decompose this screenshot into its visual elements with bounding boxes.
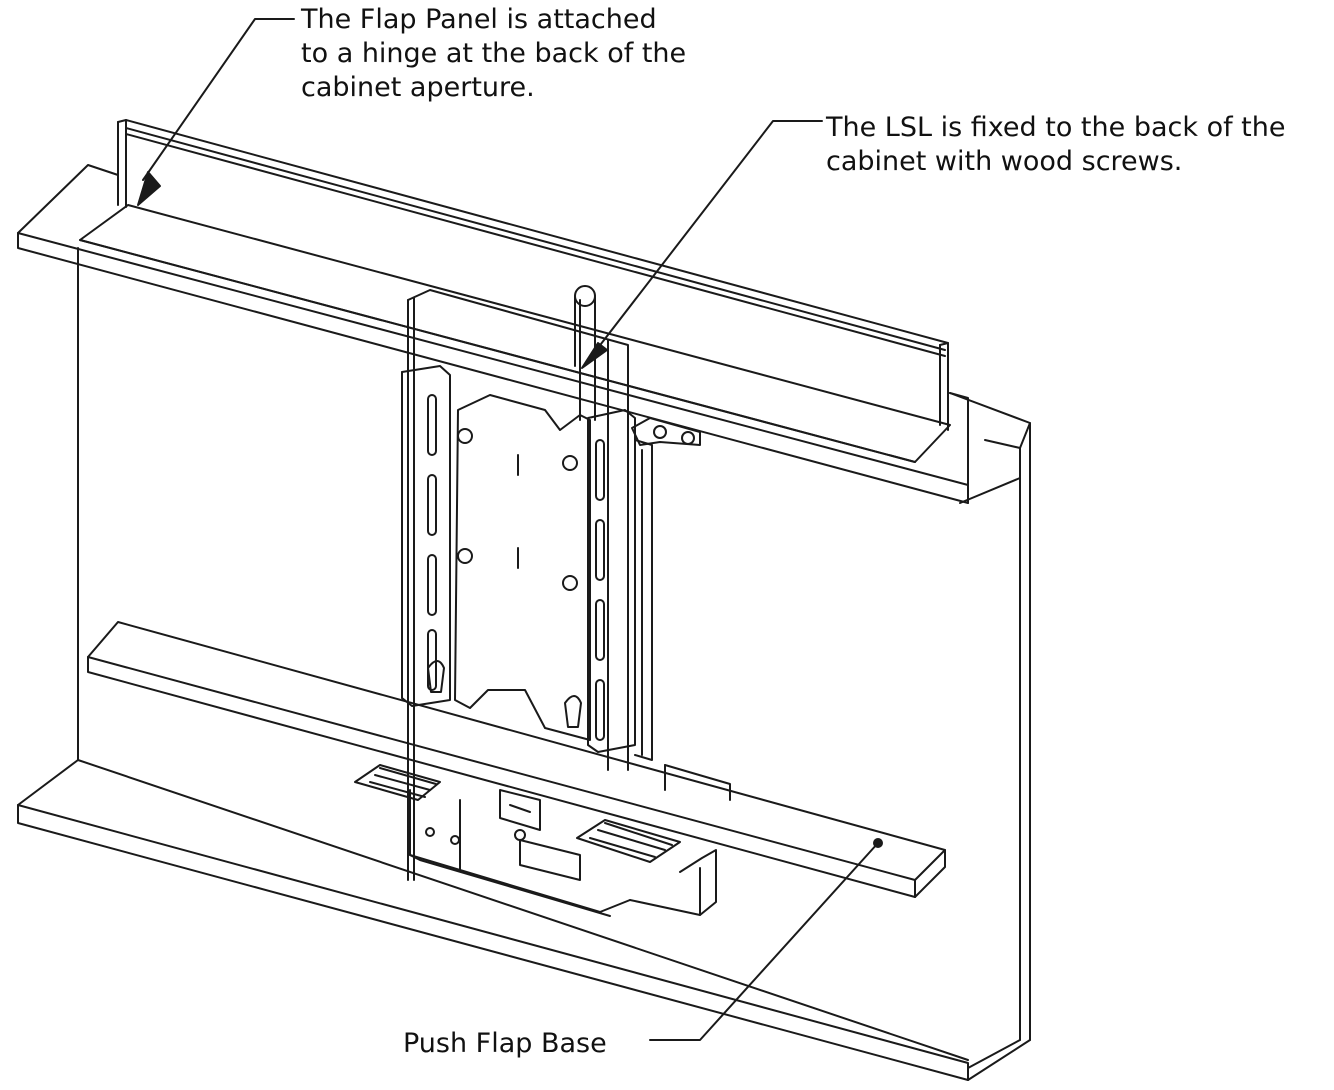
push-flap-base-assembly [354, 764, 731, 917]
cabinet-body [77, 247, 1031, 1081]
lsl-callout-line-1: The LSL is fixed to the back of the [826, 112, 1286, 143]
flap-panel-callout-line-1: The Flap Panel is attached [301, 4, 657, 35]
lsl-callout-line-2: cabinet with wood screws. [826, 146, 1183, 177]
bottom-shelf [17, 759, 969, 1081]
push-flap-base-label: Push Flap Base [403, 1028, 607, 1059]
flap-panel-callout: The Flap Panel is attached to a hinge at… [301, 3, 686, 105]
flap-panel-callout-line-2: to a hinge at the back of the [301, 38, 687, 69]
lift-mechanism [401, 285, 701, 881]
top-frame [17, 164, 969, 504]
push-flap-base-callout: Push Flap Base [403, 1027, 607, 1061]
leader-lines [137, 18, 883, 1041]
lsl-callout: The LSL is fixed to the back of the cabi… [826, 111, 1286, 179]
flap-panel-callout-line-3: cabinet aperture. [301, 72, 535, 103]
middle-shelf [87, 621, 946, 898]
flap-panel [117, 119, 949, 431]
